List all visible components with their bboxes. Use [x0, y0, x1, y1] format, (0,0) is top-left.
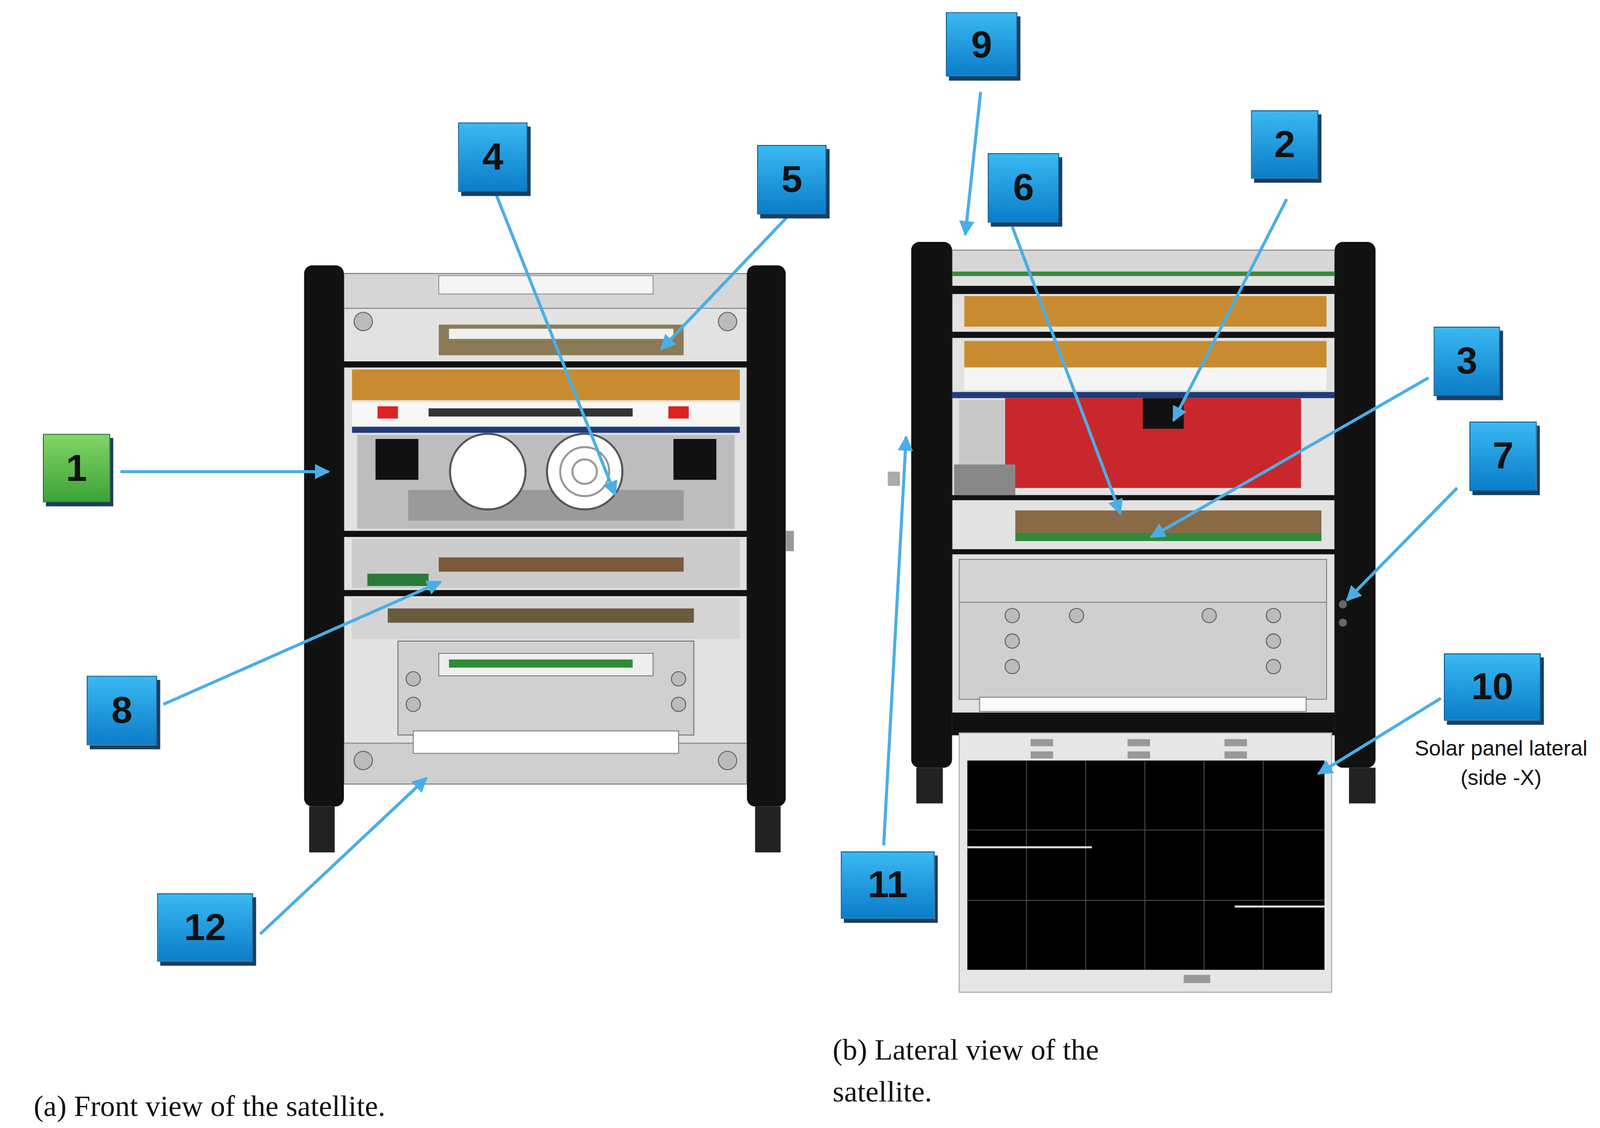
callout-text: 2: [1274, 122, 1296, 166]
callout-number: 5: [757, 144, 827, 215]
callout-text: 8: [111, 688, 133, 732]
panel-label: Solar panel lateral (side -X): [1410, 732, 1592, 793]
callout-number: 10: [1443, 653, 1541, 721]
callout-text: 5: [781, 157, 803, 201]
leader-lines: [120, 91, 1457, 934]
callout-number: 12: [157, 892, 253, 962]
callout-text: 6: [1012, 166, 1035, 210]
callout-number: 7: [1469, 421, 1537, 491]
callout-number: 4: [458, 122, 528, 192]
callout-text: 12: [183, 905, 226, 949]
callout-number: 1: [42, 433, 111, 502]
callout-number: 11: [840, 851, 935, 919]
callout-text: 7: [1492, 434, 1514, 478]
front-view: [303, 265, 794, 853]
callout-text: 4: [482, 135, 504, 179]
callout-text: 9: [970, 23, 993, 66]
lateral-view: [887, 241, 1376, 992]
callout-number: 6: [987, 153, 1060, 223]
callout-text: 10: [1471, 665, 1514, 709]
callout-number: 9: [945, 12, 1018, 77]
callout-text: 1: [65, 446, 88, 490]
callout-text: 11: [867, 863, 908, 906]
subfigure-caption: (a) Front view of the satellite.: [33, 1084, 514, 1127]
callout-number: 8: [86, 675, 158, 746]
callout-number: 2: [1250, 110, 1319, 179]
callout-number: 3: [1433, 326, 1501, 396]
subfigure-caption: (b) Lateral view of the satellite.: [832, 1028, 1160, 1112]
callout-text: 3: [1456, 340, 1478, 383]
